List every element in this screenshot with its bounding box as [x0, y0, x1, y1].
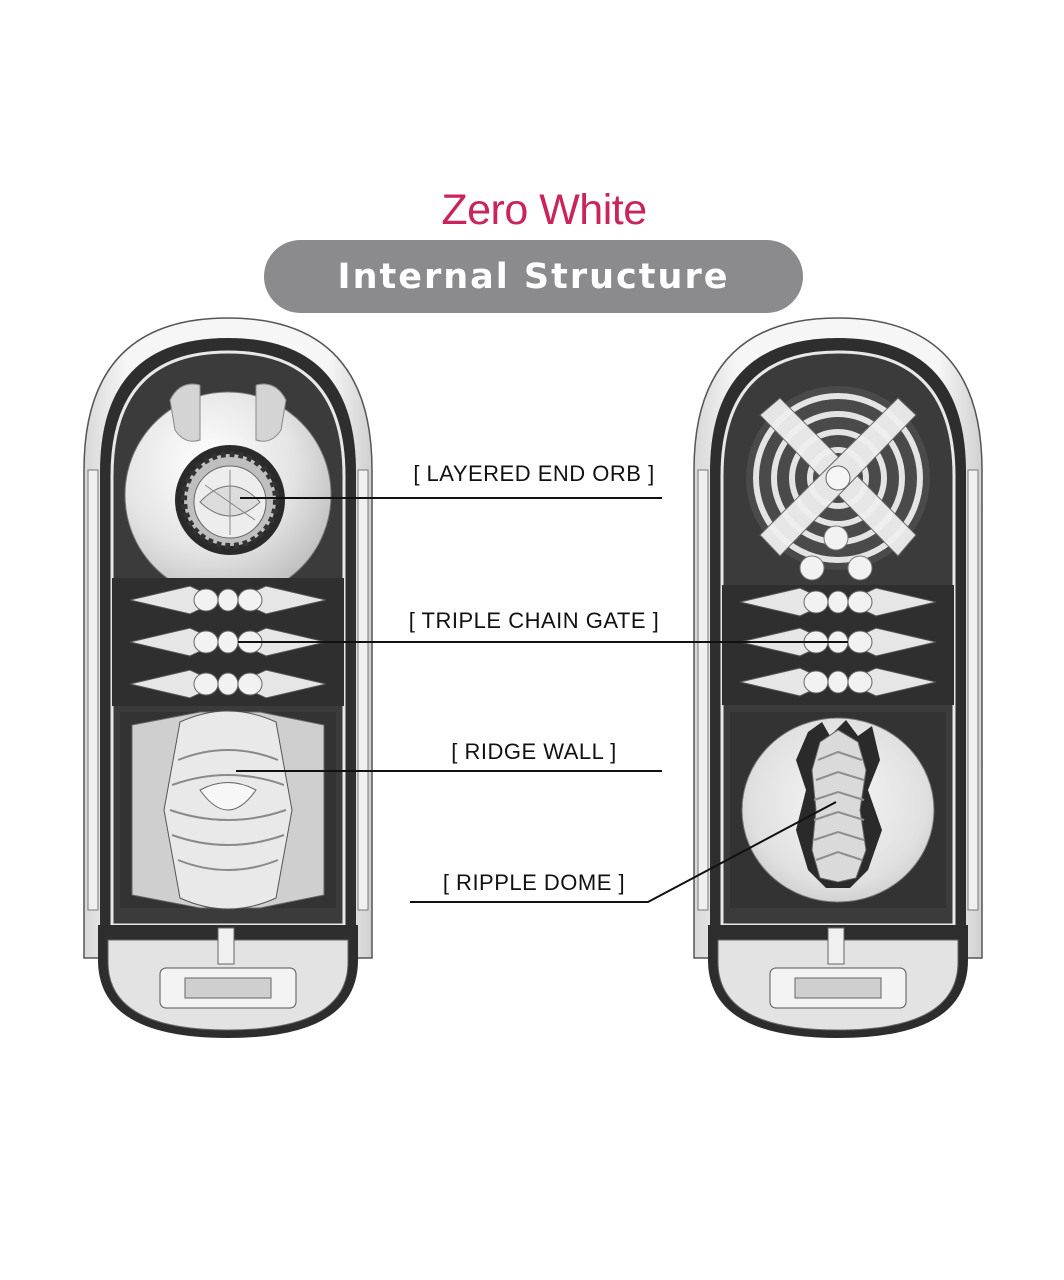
ripple-dome-right: [730, 712, 946, 908]
label-layered-end-orb: [ LAYERED END ORB ]: [413, 461, 654, 486]
ripple-dome-leader: [410, 801, 837, 903]
label-ridge-wall: [ RIDGE WALL ]: [451, 739, 617, 764]
label-ripple-dome: [ RIPPLE DOME ]: [443, 870, 625, 895]
section-header-text: Internal Structure: [337, 256, 730, 297]
section-header-pill: Internal Structure: [264, 240, 803, 313]
right-cup-base: [708, 925, 968, 1038]
product-title: Zero White: [441, 186, 647, 234]
left-cup-base: [98, 925, 358, 1038]
triple-chain-gate-right: [722, 585, 954, 705]
right-cup-cutaway: [693, 317, 983, 1038]
layered-end-orb-left: [124, 383, 332, 599]
ridge-wall-left: [120, 710, 336, 910]
layered-end-orb-right: [746, 386, 930, 581]
callout-lines: [236, 497, 848, 903]
label-triple-chain-gate: [ TRIPLE CHAIN GATE ]: [409, 608, 660, 633]
left-cup-cutaway: [83, 317, 373, 1038]
